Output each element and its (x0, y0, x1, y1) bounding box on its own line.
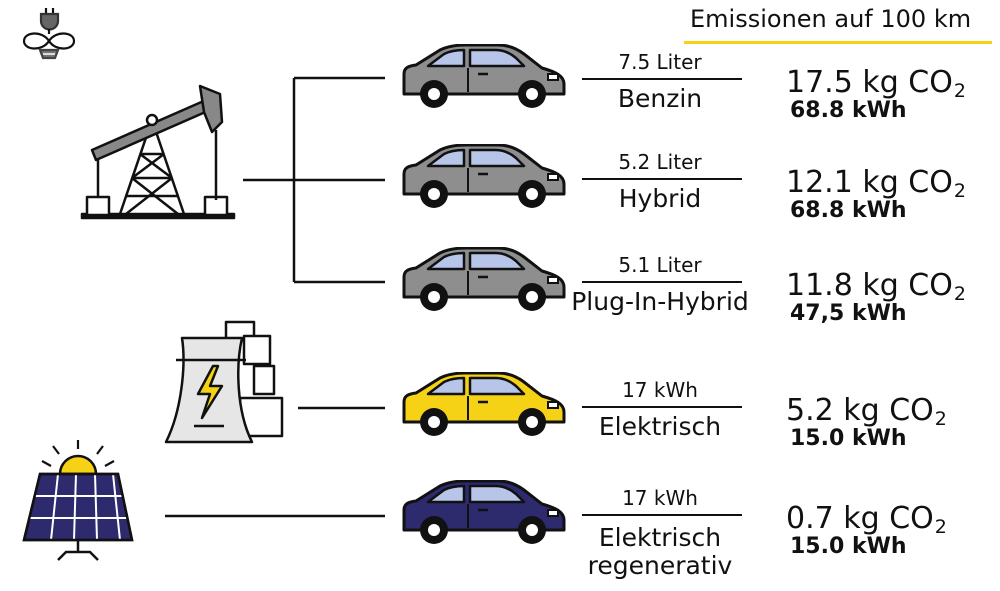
co2-amount: 17.5 kg CO (786, 65, 953, 100)
row-divider (582, 406, 742, 408)
co2-amount: 0.7 kg CO (786, 501, 934, 536)
co2-amount: 12.1 kg CO (786, 165, 953, 200)
consumption-label: 5.1 Liter (618, 253, 702, 277)
car-gray (398, 143, 568, 216)
vehicle-type-label: Hybrid (618, 184, 702, 213)
vehicle-type-label: Elektrisch (598, 412, 722, 441)
car-gray (398, 246, 568, 319)
co2-value: 11.8 kg CO2 (786, 269, 966, 306)
co2-value: 0.7 kg CO2 (786, 502, 947, 539)
vehicle-type-label: Plug-In-Hybrid (571, 287, 749, 316)
header-underline (684, 41, 992, 44)
vehicle-type-label: Elektrisch regenerativ (587, 523, 733, 580)
energy-value: 47,5 kWh (790, 301, 907, 326)
car-navy (398, 479, 568, 552)
header-title: Emissionen auf 100 km (690, 5, 972, 33)
car-yellow (398, 371, 568, 444)
car-icon (402, 479, 566, 544)
row-divider (582, 281, 742, 283)
oil-connector-lines (243, 76, 385, 284)
consumption-label: 17 kWh (622, 378, 698, 402)
energy-value: 68.8 kWh (790, 98, 907, 123)
car-gray (398, 43, 568, 116)
consumption-label: 5.2 Liter (618, 150, 702, 174)
co2-subscript: 2 (934, 516, 947, 538)
co2-value: 5.2 kg CO2 (786, 394, 947, 431)
row-divider (582, 78, 742, 80)
co2-subscript: 2 (934, 408, 947, 430)
energy-value: 68.8 kWh (790, 198, 907, 223)
oil-pump-icon (80, 84, 236, 220)
consumption-label: 7.5 Liter (618, 50, 702, 74)
row-divider (582, 178, 742, 180)
co2-subscript: 2 (953, 80, 966, 102)
co2-subscript: 2 (953, 180, 966, 202)
plug-infinity-bee-icon (22, 8, 76, 60)
consumption-label: 17 kWh (622, 486, 698, 510)
vehicle-type-label: Benzin (617, 84, 703, 113)
power-plant-icon (164, 320, 284, 444)
co2-value: 12.1 kg CO2 (786, 166, 966, 203)
energy-value: 15.0 kWh (790, 534, 907, 559)
car-icon (402, 371, 566, 436)
co2-value: 17.5 kg CO2 (786, 66, 966, 103)
energy-value: 15.0 kWh (790, 426, 907, 451)
car-icon (402, 43, 566, 108)
car-icon (402, 143, 566, 208)
car-icon (402, 246, 566, 311)
co2-amount: 11.8 kg CO (786, 268, 953, 303)
row-divider (582, 514, 742, 516)
solar-panel-icon (22, 440, 134, 561)
co2-subscript: 2 (953, 283, 966, 305)
co2-amount: 5.2 kg CO (786, 393, 934, 428)
